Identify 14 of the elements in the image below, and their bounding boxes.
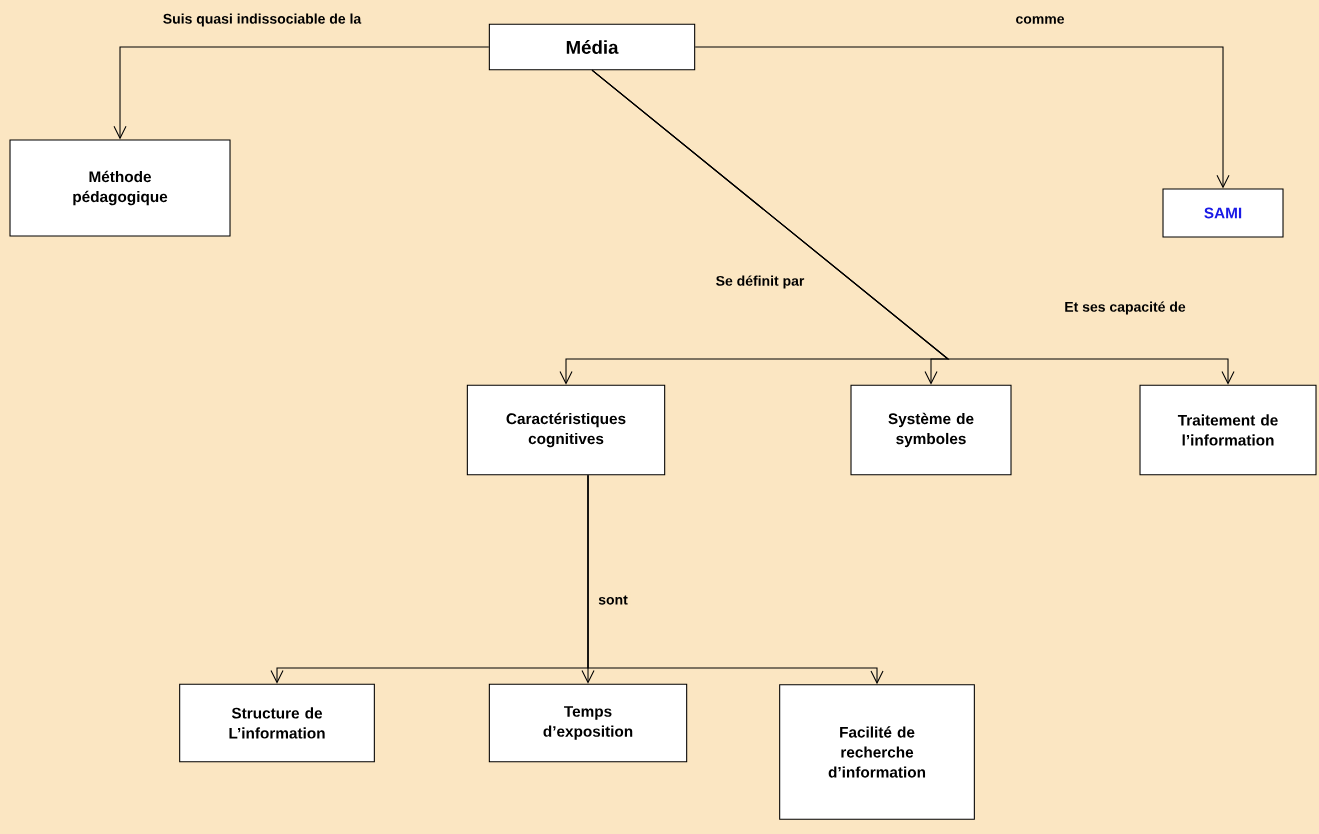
concept-box: Système de symboles	[850, 384, 1012, 476]
arrow	[591, 69, 1235, 385]
concept-box: Temps d’exposition	[488, 683, 688, 763]
concept-box: Méthode pédagogique	[9, 139, 231, 237]
arrow	[694, 46, 1230, 189]
arrow	[587, 474, 884, 685]
concept-box: Traitement de l’information	[1139, 384, 1317, 476]
edge-label: comme	[1012, 13, 1068, 27]
concept-box: Facilité de recherche d’information	[779, 684, 975, 820]
concept-box: Média	[488, 23, 696, 71]
concept-box: Structure de L’information	[179, 683, 375, 763]
concept-box: SAMI	[1162, 188, 1284, 238]
concept-box: Caractéristiques cognitives	[466, 384, 666, 476]
arrow	[113, 46, 490, 140]
